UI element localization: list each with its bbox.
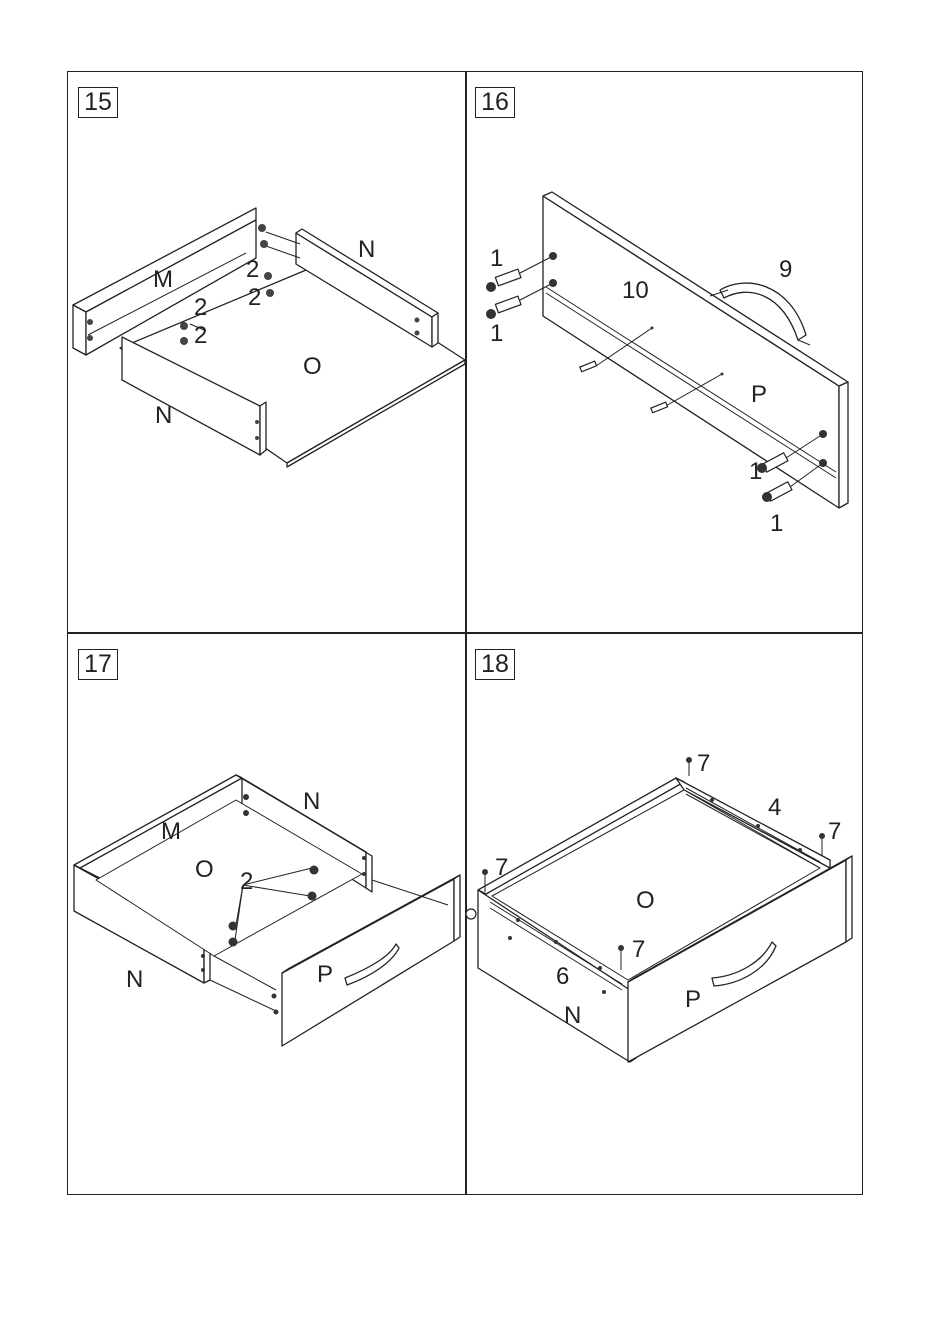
label-screw-1: 7: [697, 752, 710, 776]
label-o: O: [636, 889, 655, 913]
label-p: P: [685, 988, 701, 1012]
label-screw-2: 7: [828, 820, 841, 844]
label-screw-4: 7: [632, 938, 645, 962]
label-rail-6: 6: [556, 965, 569, 989]
knob: [466, 909, 476, 919]
label-rail-4: 4: [768, 796, 781, 820]
label-n: N: [564, 1004, 581, 1028]
label-screw-3: 7: [495, 856, 508, 880]
